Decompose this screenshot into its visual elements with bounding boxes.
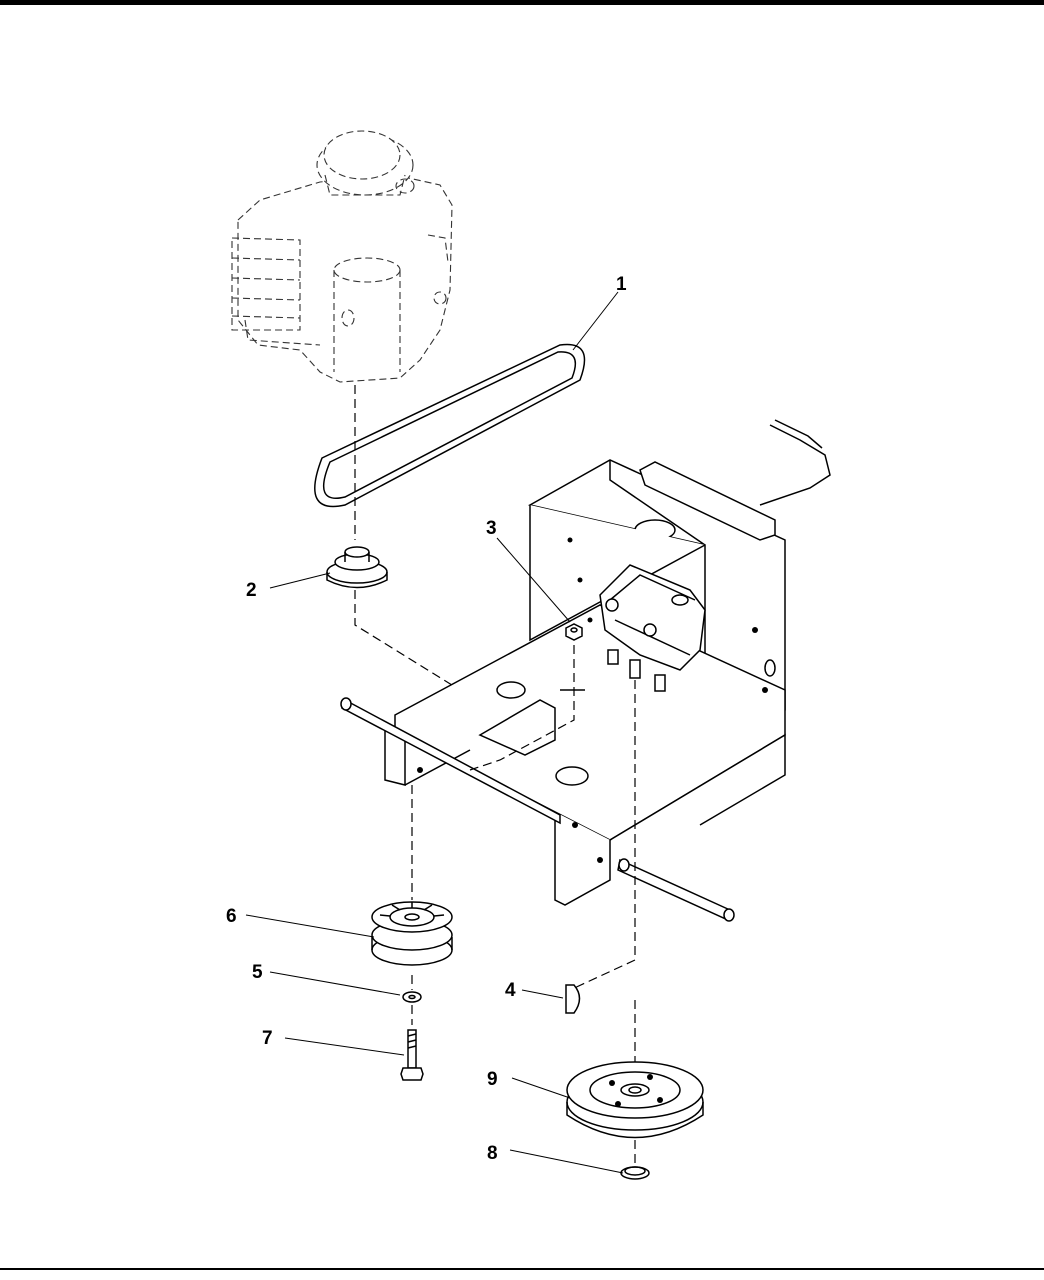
- woodruff-key: [566, 985, 580, 1013]
- footer-rule: [0, 1268, 1044, 1270]
- callout-2: 2: [246, 580, 257, 601]
- engine-pulley: [327, 547, 387, 588]
- engine-phantom: [232, 131, 452, 382]
- callout-8: 8: [487, 1143, 498, 1164]
- drive-pulley: [567, 1062, 703, 1138]
- callout-9: 9: [487, 1069, 498, 1090]
- callout-6: 6: [226, 906, 237, 927]
- flat-washer: [403, 992, 421, 1002]
- idler-pulley: [372, 902, 452, 965]
- hex-nut: [566, 624, 582, 640]
- callout-7: 7: [262, 1028, 273, 1049]
- callout-4: 4: [505, 980, 516, 1001]
- callout-3: 3: [486, 518, 497, 539]
- hex-bolt: [401, 1030, 423, 1080]
- callout-5: 5: [252, 962, 263, 983]
- retaining-ring: [621, 1167, 649, 1179]
- callout-1: 1: [616, 274, 627, 295]
